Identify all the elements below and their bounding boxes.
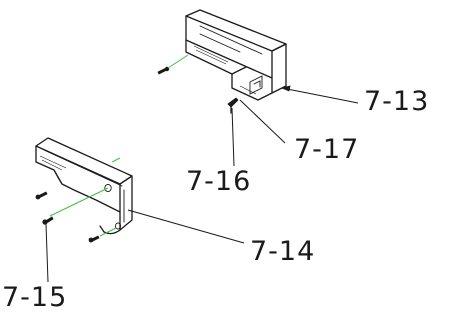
cover-part-7-14: [35, 137, 133, 235]
leader-7-13: [281, 87, 359, 104]
screw-lower-bottom: [88, 235, 100, 243]
leader-7-17: [239, 99, 286, 144]
assembly-axis-lower-3: [111, 157, 121, 163]
label-7-17: 7-17: [294, 134, 359, 165]
leader-7-16: [231, 107, 235, 167]
screw-upper-left: [157, 66, 170, 75]
label-7-16: 7-16: [186, 166, 251, 197]
label-7-13: 7-13: [364, 86, 429, 117]
screw-part-7-15: [42, 216, 54, 225]
label-7-14: 7-14: [250, 236, 315, 267]
leader-7-14: [127, 209, 245, 244]
leader-lines: [45, 85, 359, 283]
housing-part-7-13: [185, 9, 287, 101]
screw-lower-top: [35, 191, 48, 200]
assembly-axis-lower-2: [99, 227, 117, 237]
leader-7-15: [45, 223, 49, 283]
arrowhead-7-13: [280, 85, 291, 92]
bracket-part-7-16: [227, 97, 239, 114]
label-7-15: 7-15: [2, 282, 67, 313]
assembly-axis-upper: [167, 54, 189, 69]
assembly-axis-lower-1: [49, 187, 109, 217]
